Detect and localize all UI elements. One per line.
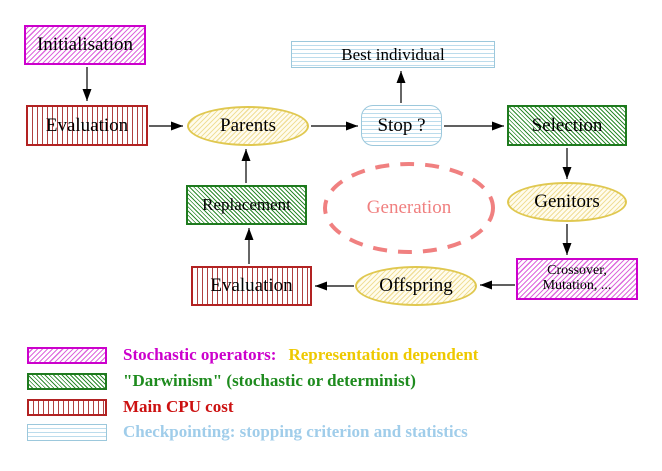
node-stop-label: Stop ? [377,114,426,136]
legend-label-stochastic-operators: Stochastic operators: [123,345,277,364]
node-offspring: Offspring [355,266,477,306]
legend-swatch-cyan-horizontal-lines [27,423,107,441]
legend-swatch-red-vertical-lines [27,398,107,416]
node-parents: Parents [187,106,309,146]
node-crossover-label-line1: Crossover, [547,263,607,279]
node-best-individual-label: Best individual [341,44,445,64]
node-crossover-label-line2: Mutation, ... [542,278,612,293]
generation-label: Generation [366,197,452,218]
node-evaluation-top: Evaluation [26,105,148,146]
legend-label-main-cpu-cost: Main CPU cost [123,397,234,416]
node-replacement: Replacement [186,185,307,225]
node-evaluation-top-label: Evaluation [45,114,129,136]
legend-row-stochastic-operators: Stochastic operators: Representation dep… [27,345,478,365]
generation-dashed-ellipse [323,162,495,254]
node-initialisation-label: Initialisation [36,34,134,56]
legend-label-representation-dependent: Representation dependent [288,345,479,364]
node-replacement-label: Replacement [202,195,291,215]
node-parents-label: Parents [220,115,276,137]
node-offspring-label: Offspring [379,275,453,297]
node-genitors: Genitors [507,182,627,222]
node-genitors-label: Genitors [534,191,600,213]
node-crossover-mutation: Crossover, Mutation, ... [516,258,638,300]
node-best-individual: Best individual [291,41,495,68]
legend-swatch-green-hatch [27,372,107,390]
legend-row-main-cpu-cost: Main CPU cost [27,397,233,417]
legend-row-checkpointing: Checkpointing: stopping criterion and st… [27,422,468,442]
node-evaluation-bottom: Evaluation [191,266,312,306]
legend-swatch-magenta-hatch [27,346,107,364]
node-selection-label: Selection [531,114,603,136]
legend-row-darwinism: "Darwinism" (stochastic or determinist) [27,371,416,391]
node-stop: Stop ? [361,105,442,146]
node-selection: Selection [507,105,627,146]
legend-label-checkpointing: Checkpointing: stopping criterion and st… [123,422,468,441]
node-evaluation-bottom-label: Evaluation [210,275,293,297]
node-initialisation: Initialisation [24,25,146,65]
legend-label-darwinism: "Darwinism" (stochastic or determinist) [123,371,416,390]
